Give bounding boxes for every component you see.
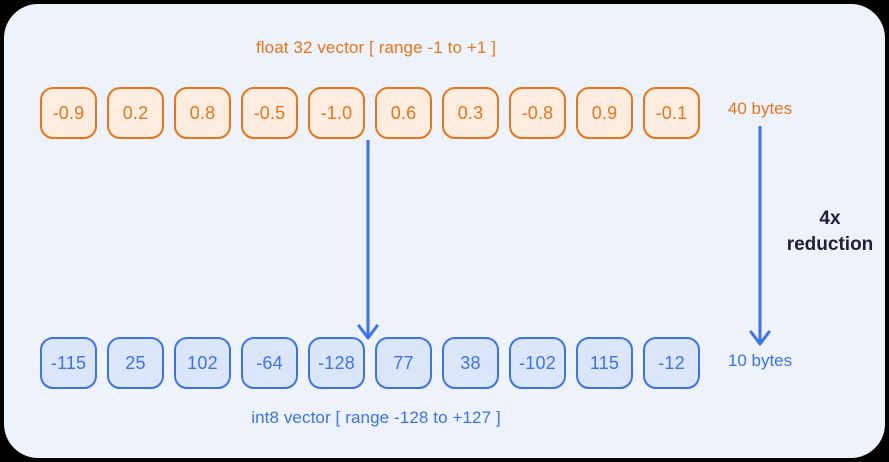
float-vector-cell: -0.9	[40, 87, 97, 139]
int8-vector-cell: 115	[576, 337, 633, 389]
size-after-label: 10 bytes	[727, 351, 793, 370]
float-vector-cell: -1.0	[308, 87, 365, 139]
int8-vector-cell: 25	[107, 337, 164, 389]
reduction-label: reduction	[786, 234, 874, 255]
float-vector-cell: -0.5	[241, 87, 298, 139]
int8-vector-cell: -115	[40, 337, 97, 389]
int8-vector-caption: int8 vector [ range -128 to +127 ]	[251, 408, 501, 427]
size-before-label: 40 bytes	[727, 99, 793, 118]
float-vector-cell: -0.1	[643, 87, 700, 139]
float-vector-cell: 0.2	[107, 87, 164, 139]
int8-vector-cell: -64	[241, 337, 298, 389]
int8-vector-cell: -12	[643, 337, 700, 389]
float-vector-caption: float 32 vector [ range -1 to +1 ]	[255, 38, 497, 57]
float-vector-cell: 0.8	[174, 87, 231, 139]
float-vector-cell: 0.3	[442, 87, 499, 139]
float-vector-cell: 0.6	[375, 87, 432, 139]
quantize-arrow-icon	[357, 140, 379, 340]
int8-vector-cell: 38	[442, 337, 499, 389]
float-vector-cell: -0.8	[509, 87, 566, 139]
int8-vector-cell: -128	[308, 337, 365, 389]
reduction-callout: 4x reduction	[770, 206, 885, 258]
int8-vector-cell: -102	[509, 337, 566, 389]
int8-vector-cell: 77	[375, 337, 432, 389]
reduction-arrow-icon	[749, 126, 771, 346]
reduction-factor: 4x	[819, 208, 841, 229]
int8-vector-cell: 102	[174, 337, 231, 389]
float-vector-cell: 0.9	[576, 87, 633, 139]
